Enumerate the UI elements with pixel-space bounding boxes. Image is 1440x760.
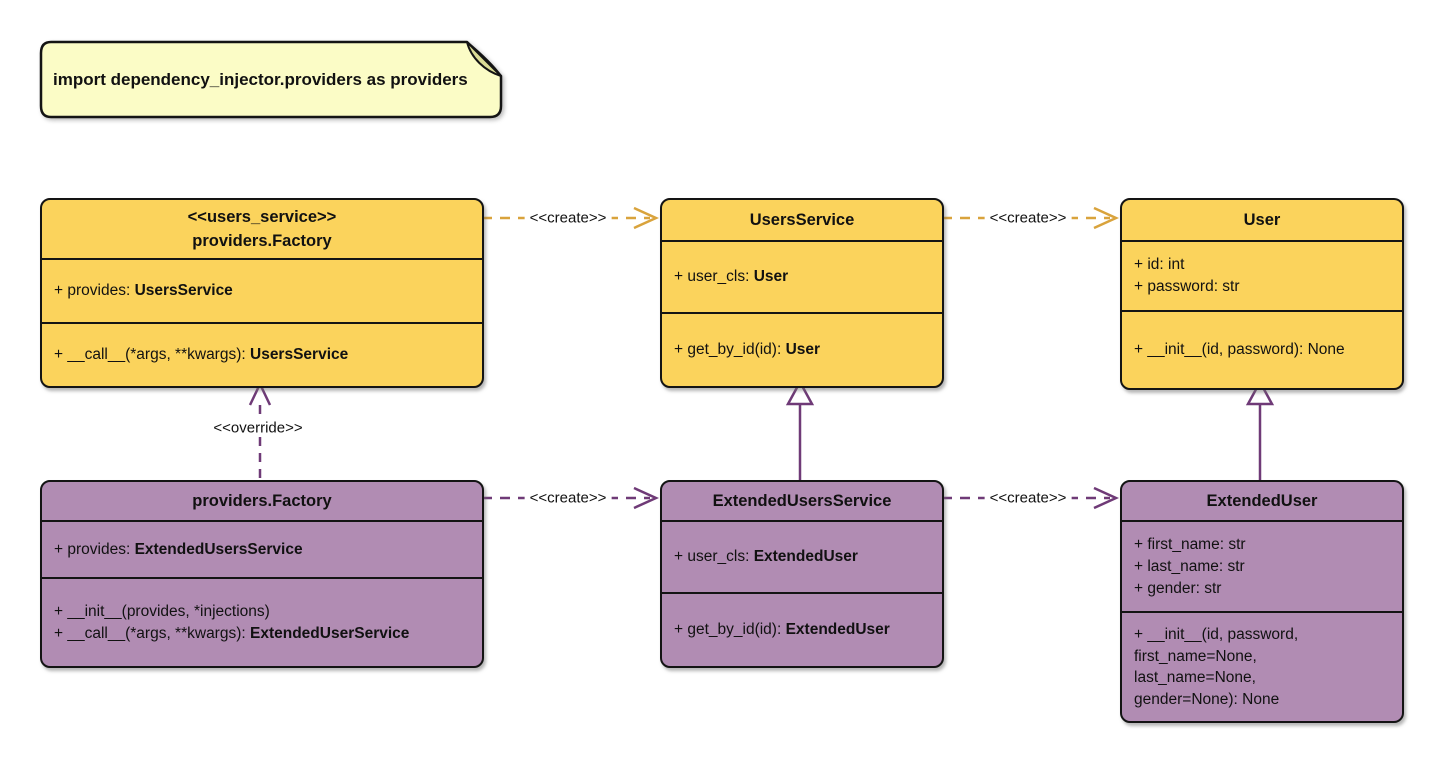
attribute-line: + gender: str — [1134, 579, 1222, 597]
methods-section: + __init__(id, password): None — [1122, 310, 1402, 388]
class-name: ExtendedUsersService — [712, 492, 892, 510]
attribute-line: + provides: ExtendedUsersService — [54, 540, 303, 558]
class-extended-users-service: ExtendedUsersService + user_cls: Extende… — [660, 480, 944, 668]
method-line: + __call__(*args, **kwargs): UsersServic… — [54, 346, 349, 363]
attributes-section: + id: int + password: str — [1122, 240, 1402, 310]
methods-section: + get_by_id(id): User — [662, 312, 942, 386]
attributes-section: + provides: ExtendedUsersService — [42, 520, 482, 577]
note-shape — [39, 40, 503, 119]
method-line: + __call__(*args, **kwargs): ExtendedUse… — [54, 624, 410, 642]
inheritance-arrow-extendeduser — [1245, 379, 1275, 480]
method-line: + __init__(id, password): None — [1134, 341, 1345, 358]
class-name: providers.Factory — [192, 232, 332, 250]
attribute-line: + last_name: str — [1134, 557, 1245, 575]
class-title: providers.Factory — [42, 482, 482, 520]
attribute-line: + id: int — [1134, 256, 1185, 273]
class-stereotype: <<users_service>> — [187, 208, 337, 226]
import-note: import dependency_injector.providers as … — [39, 40, 503, 119]
inheritance-arrow-extendedusersservice — [785, 379, 815, 480]
class-name: providers.Factory — [192, 492, 332, 510]
class-title: <<users_service>> providers.Factory — [42, 200, 482, 258]
method-line: gender=None): None — [1134, 690, 1280, 708]
class-user: User + id: int + password: str + __init_… — [1120, 198, 1404, 390]
class-users-service: UsersService + user_cls: User + get_by_i… — [660, 198, 944, 388]
method-line: + __init__(provides, *injections) — [54, 602, 270, 620]
create-edge-label: <<create>> — [524, 209, 612, 227]
attribute-line: + user_cls: ExtendedUser — [674, 548, 858, 565]
class-factory-users-service: <<users_service>> providers.Factory + pr… — [40, 198, 484, 388]
class-title: ExtendedUser — [1122, 482, 1402, 520]
methods-section: + __init__(id, password, first_name=None… — [1122, 611, 1402, 721]
note-fold-icon — [466, 41, 502, 77]
attribute-line: + provides: UsersService — [54, 282, 233, 299]
attribute-line: + password: str — [1134, 278, 1240, 295]
create-edge-label: <<create>> — [984, 489, 1072, 507]
attribute-line: + first_name: str — [1134, 535, 1246, 553]
method-line: + __init__(id, password, — [1134, 626, 1299, 643]
methods-section: + __init__(provides, *injections) + __ca… — [42, 577, 482, 666]
class-name: UsersService — [749, 211, 855, 229]
attributes-section: + user_cls: User — [662, 240, 942, 312]
attribute-line: + user_cls: User — [674, 268, 789, 285]
class-factory-extended: providers.Factory + provides: ExtendedUs… — [40, 480, 484, 668]
class-title: UsersService — [662, 200, 942, 240]
attributes-section: + provides: UsersService — [42, 258, 482, 322]
class-title: User — [1122, 200, 1402, 240]
note-text: import dependency_injector.providers as … — [53, 69, 468, 89]
method-line: + get_by_id(id): ExtendedUser — [674, 621, 890, 638]
methods-section: + get_by_id(id): ExtendedUser — [662, 592, 942, 666]
attributes-section: + user_cls: ExtendedUser — [662, 520, 942, 592]
class-name: ExtendedUser — [1206, 492, 1318, 510]
methods-section: + __call__(*args, **kwargs): UsersServic… — [42, 322, 482, 386]
create-edge-label: <<create>> — [984, 209, 1072, 227]
class-name: User — [1243, 211, 1281, 229]
class-extended-user: ExtendedUser + first_name: str + last_na… — [1120, 480, 1404, 723]
create-edge-label: <<create>> — [524, 489, 612, 507]
attributes-section: + first_name: str + last_name: str + gen… — [1122, 520, 1402, 611]
class-title: ExtendedUsersService — [662, 482, 942, 520]
override-edge-label: <<override>> — [208, 419, 308, 437]
method-line: first_name=None, — [1134, 647, 1257, 665]
method-line: + get_by_id(id): User — [674, 341, 821, 358]
method-line: last_name=None, — [1134, 669, 1256, 686]
